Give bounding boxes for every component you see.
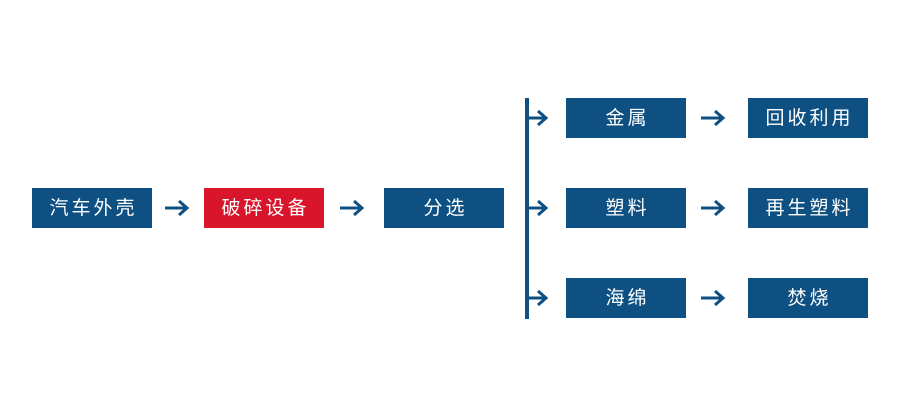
node-regenerated-plastic[interactable]: 再生塑料 xyxy=(748,188,868,228)
arrow-right-icon-sponge-to-incineration xyxy=(700,287,730,309)
node-plastic[interactable]: 塑料 xyxy=(566,188,686,228)
node-sorting[interactable]: 分选 xyxy=(384,188,504,228)
node-car-shell[interactable]: 汽车外壳 xyxy=(32,188,152,228)
arrow-right-icon-metal-to-recycle xyxy=(700,107,730,129)
branch-arrow-right-icon-to-plastic xyxy=(527,197,553,219)
node-metal[interactable]: 金属 xyxy=(566,98,686,138)
arrow-right-icon-crusher-to-sorting xyxy=(339,197,369,219)
node-sponge[interactable]: 海绵 xyxy=(566,278,686,318)
node-incineration[interactable]: 焚烧 xyxy=(748,278,868,318)
branch-arrow-right-icon-to-sponge xyxy=(527,287,553,309)
branch-arrow-right-icon-to-metal xyxy=(527,107,553,129)
node-recycle-reuse[interactable]: 回收利用 xyxy=(748,98,868,138)
arrow-right-icon-car-shell-to-crusher xyxy=(164,197,194,219)
node-crusher[interactable]: 破碎设备 xyxy=(204,188,324,228)
arrow-right-icon-plastic-to-regenerated xyxy=(700,197,730,219)
